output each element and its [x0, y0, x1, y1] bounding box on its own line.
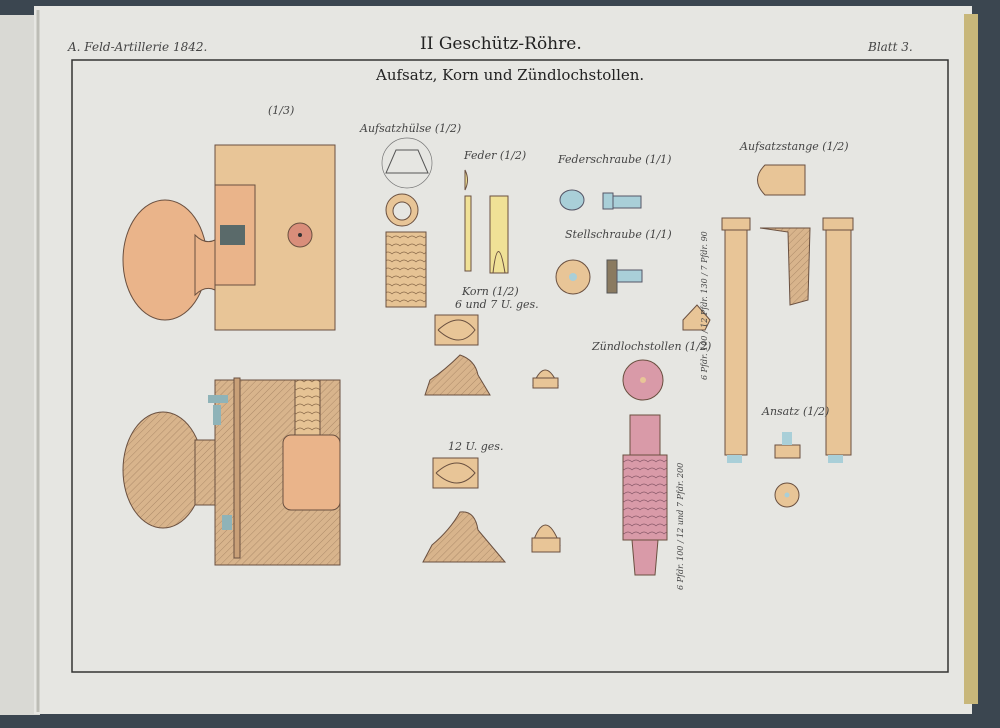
label-ansatz: Ansatz (1/2)	[762, 405, 830, 418]
label-zuendlochstollen: Zündlochstollen (1/2)	[592, 340, 712, 353]
label-stollen-values: 6 Pfdr. 100 / 12 und 7 Pfdr. 200	[676, 462, 685, 590]
label-korn-sub: 6 und 7 U. ges.	[455, 298, 539, 311]
aufsatzhuelse-drawing	[381, 137, 433, 308]
federschraube-drawing	[559, 189, 642, 211]
feder-drawing	[464, 169, 509, 274]
profile-drawing	[682, 304, 711, 331]
zuendlochstollen-drawing	[622, 359, 668, 576]
page-gilt-edge	[964, 14, 978, 704]
label-federschraube: Federschraube (1/1)	[558, 153, 672, 166]
plate-frame	[71, 59, 949, 673]
label-aufsatzstange: Aufsatzstange (1/2)	[740, 140, 849, 153]
label-korn-12: 12 U. ges.	[448, 440, 504, 453]
header-right: Blatt 3.	[868, 40, 913, 54]
page	[34, 6, 972, 714]
breech-section-view	[122, 377, 341, 566]
label-aufsatzhuelse: Aufsatzhülse (1/2)	[360, 122, 462, 135]
korn-12-drawing	[422, 457, 561, 563]
label-stellschraube: Stellschraube (1/1)	[565, 228, 672, 241]
header-title: II Geschütz-Röhre.	[420, 34, 582, 54]
header-left: A. Feld-Artillerie 1842.	[68, 40, 208, 54]
label-stange-values: 6 Pfdr. 100 / 12 Pfdr. 130 / 7 Pfdr. 90	[700, 231, 709, 380]
aufsatzstange-drawing	[721, 164, 854, 508]
page-subtitle: Aufsatz, Korn und Zündlochstollen.	[376, 66, 645, 84]
stellschraube-drawing	[555, 259, 643, 295]
label-korn: Korn (1/2)	[462, 285, 519, 298]
breech-exterior-view	[122, 144, 336, 331]
label-scale-main: (1/3)	[268, 104, 295, 117]
label-feder: Feder (1/2)	[464, 149, 527, 162]
left-page-edge	[0, 15, 40, 715]
korn-drawing	[424, 314, 559, 396]
